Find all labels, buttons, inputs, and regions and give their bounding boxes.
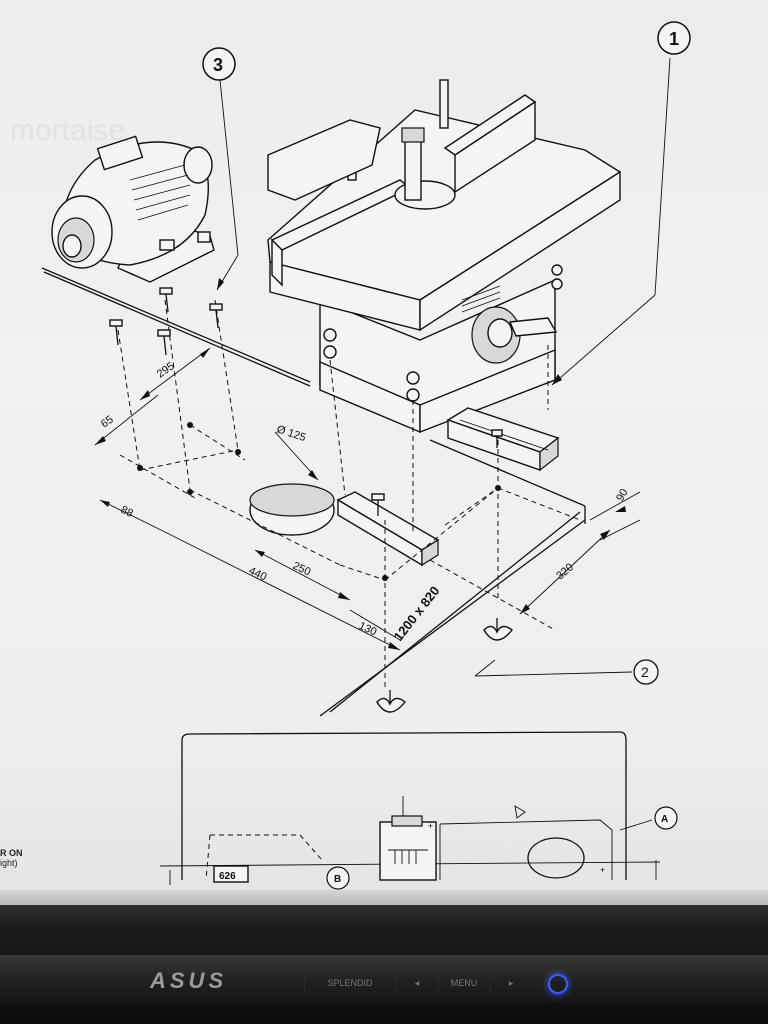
motor-illustration bbox=[51, 135, 215, 283]
svg-text:2: 2 bbox=[641, 664, 649, 680]
svg-text:3: 3 bbox=[213, 55, 223, 75]
edge-text-1: R ON bbox=[0, 848, 23, 858]
callout-2: 2 bbox=[633, 659, 659, 685]
edge-text-2: ight) bbox=[0, 858, 18, 868]
dim-130: 130 bbox=[357, 620, 379, 639]
dim-88: 88 bbox=[119, 504, 135, 520]
rail-left bbox=[336, 491, 440, 567]
dimension-lines bbox=[94, 57, 671, 677]
callout-a: A bbox=[661, 814, 668, 825]
left-arrow-button[interactable]: ◂ bbox=[396, 972, 437, 994]
rail-right bbox=[446, 407, 560, 472]
callout-b: B bbox=[334, 874, 341, 885]
screen-bottom-edge bbox=[0, 890, 768, 905]
svg-text:+: + bbox=[428, 821, 433, 831]
table-edge-front bbox=[319, 519, 586, 717]
svg-text:+: + bbox=[600, 865, 605, 875]
screws bbox=[109, 287, 503, 516]
dim-diameter-125: Ø 125 bbox=[275, 423, 307, 444]
svg-text:mortaise: mortaise bbox=[10, 114, 125, 147]
monitor-brand-logo: ASUS bbox=[150, 968, 228, 993]
table-edge-top bbox=[41, 267, 311, 383]
dim-90: 90 bbox=[614, 487, 631, 504]
monitor-screen: mortaise bbox=[0, 0, 768, 905]
power-icon[interactable] bbox=[548, 974, 568, 994]
dim-65: 65 bbox=[99, 414, 116, 431]
table-size-label: 1200 x 820 bbox=[391, 583, 443, 644]
dim-250: 250 bbox=[291, 560, 313, 579]
machine-illustration bbox=[267, 79, 622, 434]
callout-1: 1 bbox=[657, 21, 691, 55]
wing-nuts bbox=[376, 618, 513, 713]
assembly-diagram: mortaise bbox=[10, 21, 691, 890]
menu-button[interactable]: MENU bbox=[438, 972, 489, 994]
dim-626: 626 bbox=[219, 871, 236, 882]
svg-text:1: 1 bbox=[669, 29, 679, 49]
callout-3: 3 bbox=[202, 47, 236, 81]
monitor-control-strip: ASUS SPLENDID ◂ MENU ▸ bbox=[0, 955, 768, 1003]
lower-drawing: 626 A B + + bbox=[159, 731, 678, 890]
dim-440: 440 bbox=[247, 565, 269, 584]
splendid-button[interactable]: SPLENDID bbox=[304, 972, 395, 994]
right-arrow-button[interactable]: ▸ bbox=[490, 972, 531, 994]
